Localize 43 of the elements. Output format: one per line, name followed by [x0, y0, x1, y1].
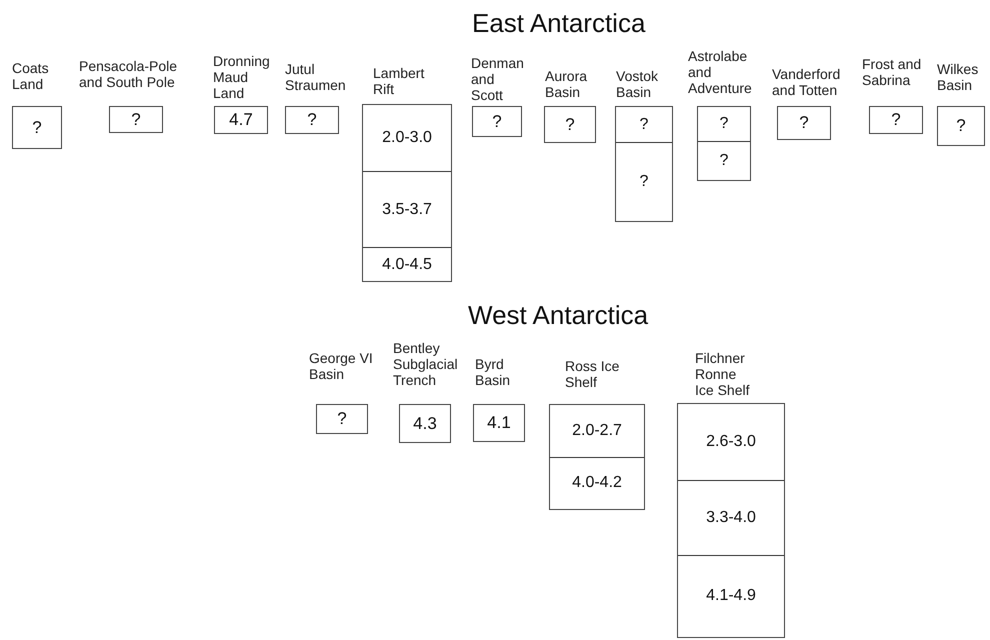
region-name: Dronning Maud Land: [213, 53, 271, 101]
age-cell: ?: [698, 107, 750, 142]
age-box: ?: [316, 404, 368, 434]
age-cell: 2.0-3.0: [363, 105, 451, 172]
age-box: 4.3: [399, 404, 451, 443]
age-box: 4.1: [473, 404, 525, 442]
region-name: Filchner Ronne Ice Shelf: [695, 350, 750, 398]
region-name: Coats Land: [12, 60, 50, 92]
age-box: ?: [12, 106, 62, 149]
region-name: Lambert Rift: [373, 65, 426, 97]
region-name: Byrd Basin: [475, 356, 512, 388]
age-box: ?: [109, 106, 163, 133]
region-name: Ross Ice Shelf: [565, 358, 620, 390]
age-box: ?: [544, 106, 596, 143]
age-cell: 2.0-2.7: [550, 405, 644, 457]
age-box: 4.7: [214, 106, 268, 134]
age-cell: 4.0-4.5: [363, 247, 451, 281]
age-cell: ?: [616, 142, 672, 221]
age-cell: ?: [698, 141, 750, 180]
age-box: ?: [285, 106, 339, 134]
region-name: George VI Basin: [309, 350, 374, 382]
region-name: Jutul Straumen: [285, 61, 347, 93]
age-box: ?: [869, 106, 923, 134]
region-name: Pensacola-Pole and South Pole: [79, 58, 178, 90]
age-cell: 2.6-3.0: [678, 404, 784, 480]
age-box: ?: [472, 106, 522, 137]
region-name: Aurora Basin: [545, 68, 588, 100]
age-cell: 3.5-3.7: [363, 171, 451, 248]
age-cell: 4.0-4.2: [550, 456, 644, 509]
age-cell: 3.3-4.0: [678, 480, 784, 555]
age-box: ?: [937, 106, 985, 146]
region-name: Bentley Subglacial Trench: [393, 340, 459, 388]
region-name: Vanderford and Totten: [772, 66, 842, 98]
region-name: Wilkes Basin: [937, 61, 980, 93]
age-cell: ?: [616, 107, 672, 142]
region-name: Frost and Sabrina: [862, 56, 922, 88]
region-name: Astrolabe and Adventure: [688, 48, 753, 96]
region-name: Vostok Basin: [616, 68, 660, 100]
section-heading: East Antarctica: [472, 8, 646, 38]
region-name: Denman and Scott: [471, 55, 525, 103]
age-box: ?: [777, 106, 831, 140]
section-heading: West Antarctica: [468, 300, 648, 330]
age-cell: 4.1-4.9: [678, 554, 784, 637]
